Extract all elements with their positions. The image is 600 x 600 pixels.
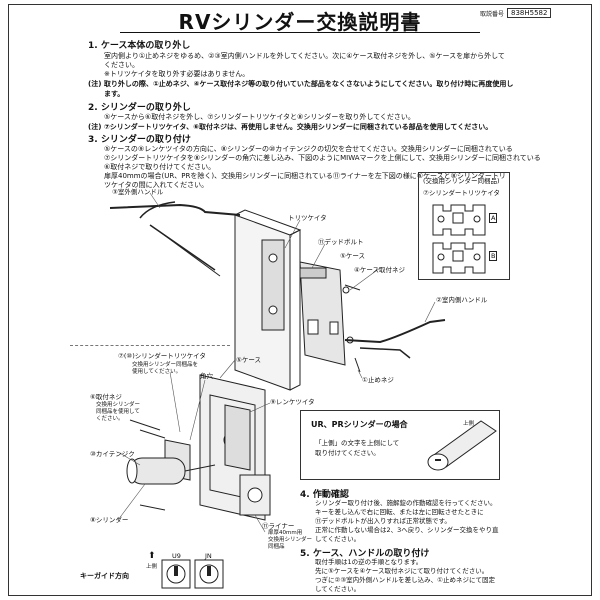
parts-box: (交換用シリンダー同梱品) ⑦シリンダートリツケイタ A B [418,172,510,280]
section5-line1: 取付手順は1の逆の手順となります。 [315,558,423,566]
section5-line4: してください。 [315,585,361,593]
ur-pr-cylinder-illustration [427,420,497,471]
model-u9: U9 [172,552,181,560]
parts-box-title: (交換用シリンダー同梱品) [423,177,500,185]
title-underline [120,32,480,33]
label-mount-screw-note2: 同梱品を使用して [96,409,140,415]
label-case-bottom: ⑤ケース [236,356,262,364]
section2-line1: ⑤ケースから⑥取付ネジを外し、⑦シリンダートリツケイタと⑧シリンダーを取り外して… [104,113,415,121]
section5-line2: 先に⑤ケースを④ケース取付ネジにて取り付けてください。 [315,567,489,575]
section5-line3: つぎに②③室内外側ハンドルを差し込み、①止めネジにて固定 [315,576,495,584]
section1-note-a: (注) 取り外しの際、①止めネジ、④ケース取付ネジ等の取り付いていた部品をなくさ… [88,80,514,88]
label-cyl-plate: ⑦(⑩)シリンダートリツケイタ [118,352,206,360]
page-title: RVシリンダー交換説明書 [178,10,422,34]
section1-heading: 1. ケース本体の取り外し [88,41,191,51]
label-rotary-shaft: ⑩カイテンジク [90,450,135,458]
ur-pr-line1: 「上側」の文字を上側にして [315,439,400,447]
section1-note-b: ます。 [104,90,125,98]
section3-line5: ツケイタの間に入れてください。 [104,181,209,189]
section4-line3: ⑪デッドボルトが出入りすれば正常状態です。 [315,517,451,525]
section3-line1: ⑤ケースの⑨レンケツイタの方向に、⑧シリンダーの⑩カイテンジクの切欠を合せてくだ… [104,145,513,153]
page-border [8,4,592,596]
label-square-hole: 角穴 [200,372,213,380]
up-arrow-icon: ⬆ [148,551,156,561]
label-mount-screw-note1: 交換用シリンダー [96,402,141,408]
label-cyl-plate-note2: 使用してください。 [132,369,182,375]
section4-line4: 正常に作動しない場合は2、3へ戻り、シリンダー交換をやり直 [315,526,499,534]
section4-heading: 4. 作動確認 [300,490,349,500]
mark-a: A [489,213,498,223]
label-liner: ⑪ライナー [262,522,295,530]
label-liner-note3: 同梱品 [268,544,285,550]
label-plate: トリツケイタ [288,214,327,222]
label-set-screw: ①止めネジ [362,376,394,384]
section3-heading: 3. シリンダーの取り付け [88,135,191,145]
label-mount-screw: ⑥取付ネジ [90,393,122,401]
section1-line1a: 室内側より①止めネジをゆるめ、②③室内側ハンドルを外してください。次に④ケース取… [104,52,505,60]
label-liner-note2: 交換用シリンダー [268,537,313,543]
label-liner-note1: 扉厚40mm用 [268,530,303,536]
label-link-plate: ⑨レンケツイタ [270,398,315,406]
section4-line1: シリンダー取り付け後、施解錠の作動確認を行ってください。 [315,499,497,507]
label-handle-outdoor: ③室外側ハンドル [112,188,164,196]
section2-note: (注) ⑦シリンダートリツケイタ、⑥取付ネジは、再使用しません。交換用シリンダー… [88,123,493,131]
key-guide-label: キーガイド方向 [80,572,129,580]
label-mount-screw-note3: ください。 [96,416,124,422]
doc-number-label: 取説番号 [480,11,505,18]
section1-line1b: ください。 [104,61,139,69]
section4-line5: してください。 [315,535,361,543]
section3-line3: ⑥取付ネジで取り付けてください。 [104,163,216,171]
section3-line2: ⑦シリンダートリツケイタを⑧シリンダーの角穴に差し込み、下図のようにMIWAマー… [104,154,541,162]
cylinder-plate-illustration [432,204,486,274]
model-jn: JN [205,552,212,560]
label-case-screw: ④ケース取付ネジ [354,266,406,274]
label-cylinder: ⑧シリンダー [90,516,129,524]
section2-heading: 2. シリンダーの取り外し [88,103,191,113]
section3-line4: 扉厚40mmの場合(UR、PRを除く)、交換用シリンダーに同梱されている⑪ライナ… [104,172,506,180]
parts-box-item: ⑦シリンダートリツケイタ [423,189,500,197]
ur-pr-box: UR、PRシリンダーの場合 「上側」の文字を上側にして 取り付けてください。 上… [300,410,500,480]
divider [70,345,230,346]
label-deadbolt: ⑪デッドボルト [318,238,364,246]
section4-line2: キーを差し込んで右に回転、または左に回転させたときに [315,508,484,516]
label-handle-indoor: ②室内側ハンドル [436,296,488,304]
key-guide-up-label: 上側 [146,564,158,570]
ur-pr-up-label: 上側 [463,421,475,427]
section5-heading: 5. ケース、ハンドルの取り付け [300,549,430,559]
label-case: ⑤ケース [340,252,366,260]
ur-pr-line2: 取り付けてください。 [315,449,380,457]
mark-b: B [489,251,498,261]
ur-pr-heading: UR、PRシリンダーの場合 [311,420,408,429]
doc-number: 838H5582 [507,8,552,18]
section1-line2: ※トリツケイタを取り外す必要はありません。 [104,70,250,78]
label-cyl-plate-note1: 交換用シリンダー同梱品を [132,362,199,368]
